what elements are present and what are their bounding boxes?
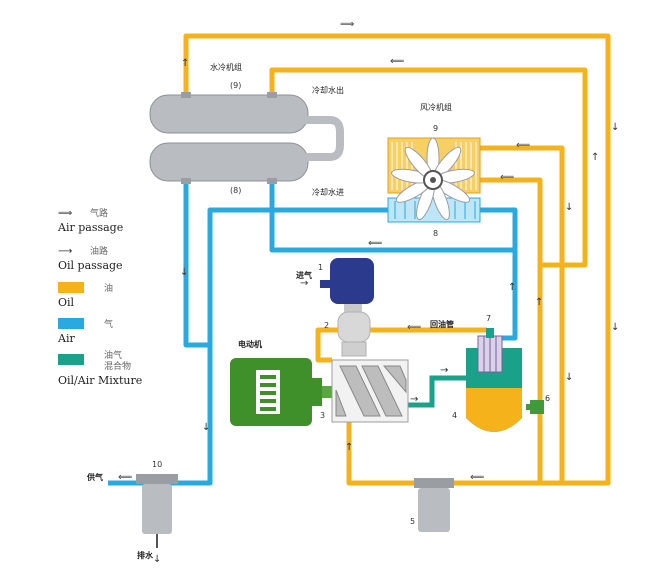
intake-valve [337, 311, 371, 357]
svg-text:→: → [300, 278, 308, 289]
legend-oil-swatch [58, 282, 84, 293]
separator-num: 4 [452, 411, 457, 420]
return-oil-pipe-label: 回油管 [430, 319, 454, 329]
air-cooler-num-top: 9 [433, 124, 438, 133]
oil-pipes [183, 33, 611, 486]
legend-mixture-cn-2: 混合物 [104, 360, 131, 372]
legend-oil-en: Oil [58, 296, 75, 309]
svg-text:→: → [410, 394, 418, 405]
svg-text:↓: ↓ [565, 202, 573, 213]
air-cooler-label: 风冷机组 [420, 102, 452, 112]
svg-text:⟸: ⟸ [390, 56, 404, 67]
air-cooler-num-bottom: 8 [433, 229, 438, 238]
svg-text:↓: ↓ [180, 267, 188, 278]
oil-passage-arrow-icon: ⟶ [58, 246, 72, 257]
svg-text:⟹: ⟹ [340, 19, 354, 30]
svg-text:⟸: ⟸ [407, 322, 421, 333]
svg-text:↓: ↓ [611, 322, 619, 333]
water-cooler [149, 92, 344, 184]
fan-icon [391, 137, 475, 221]
water-cooler-num-top: (9) [230, 81, 241, 90]
svg-text:⟸: ⟸ [118, 472, 132, 483]
water-cooler-label: 水冷机组 [210, 62, 242, 72]
oil-filter-num: 5 [410, 517, 415, 526]
svg-text:↑: ↑ [345, 442, 353, 453]
svg-text:→: → [440, 365, 448, 376]
dryer [136, 474, 178, 548]
svg-text:⟸: ⟸ [516, 140, 530, 151]
legend-air-en: Air [57, 332, 75, 345]
intake-num: 1 [318, 263, 323, 272]
intake-filter [320, 258, 374, 312]
air-supply-label: 供气 [86, 472, 103, 482]
svg-text:↓: ↓ [611, 122, 619, 133]
thermostatic-valve [526, 400, 544, 414]
air-cooler [387, 137, 481, 223]
legend-mixture-en: Oil/Air Mixture [58, 374, 142, 387]
legend-mixture-cn-1: 油气 [104, 349, 122, 361]
svg-text:↑: ↑ [591, 152, 599, 163]
legend-oil-cn: 油 [104, 282, 113, 294]
valve-num: 2 [324, 321, 329, 330]
svg-text:↓: ↓ [565, 372, 573, 383]
thermo-valve-num: 6 [545, 394, 550, 403]
svg-text:⟸: ⟸ [500, 172, 514, 183]
legend-mixture-swatch [58, 354, 84, 365]
flow-arrows: ⟹ ⟸ ↑ ↓ ↓ ↑ ↓ ↓ ⟸ ⟸ ⟸ ↑ ↓ ↓ → ⟸ → → ↑ ⟸ … [118, 19, 619, 565]
svg-text:↑: ↑ [508, 282, 516, 293]
svg-text:↓: ↓ [153, 554, 161, 565]
legend-air-cn: 气 [104, 318, 113, 330]
oil-separator [466, 328, 522, 432]
mixture-pipes [408, 375, 466, 408]
motor-label: 电动机 [238, 339, 262, 349]
air-passage-arrow-icon: ⟹ [58, 208, 72, 219]
dryer-num: 10 [152, 460, 162, 469]
legend-oil-passage-cn: 油路 [90, 245, 108, 257]
svg-text:↑: ↑ [535, 297, 543, 308]
motor [230, 358, 332, 426]
drain-label: 排水 [137, 550, 154, 560]
svg-text:↑: ↑ [181, 58, 189, 69]
legend-air-passage-en: Air passage [57, 221, 123, 234]
screw-compressor [331, 359, 409, 423]
separator-element-num: 7 [486, 314, 491, 323]
intake-label: 进气 [296, 270, 312, 280]
svg-text:⟸: ⟸ [368, 238, 382, 249]
oil-filter [414, 478, 454, 532]
water-cooler-num-bottom: (8) [230, 186, 241, 195]
svg-text:↓: ↓ [202, 422, 210, 433]
cooling-water-out-label: 冷却水出 [312, 85, 344, 95]
compressor-num: 3 [320, 411, 325, 420]
cooling-water-in-label: 冷却水进 [312, 187, 344, 197]
legend: ⟹ 气路 Air passage ⟶ 油路 Oil passage 油 Oil … [57, 207, 142, 387]
legend-air-passage-cn: 气路 [90, 207, 108, 219]
svg-text:⟸: ⟸ [470, 472, 484, 483]
legend-oil-passage-en: Oil passage [58, 259, 123, 272]
legend-air-swatch [58, 318, 84, 329]
